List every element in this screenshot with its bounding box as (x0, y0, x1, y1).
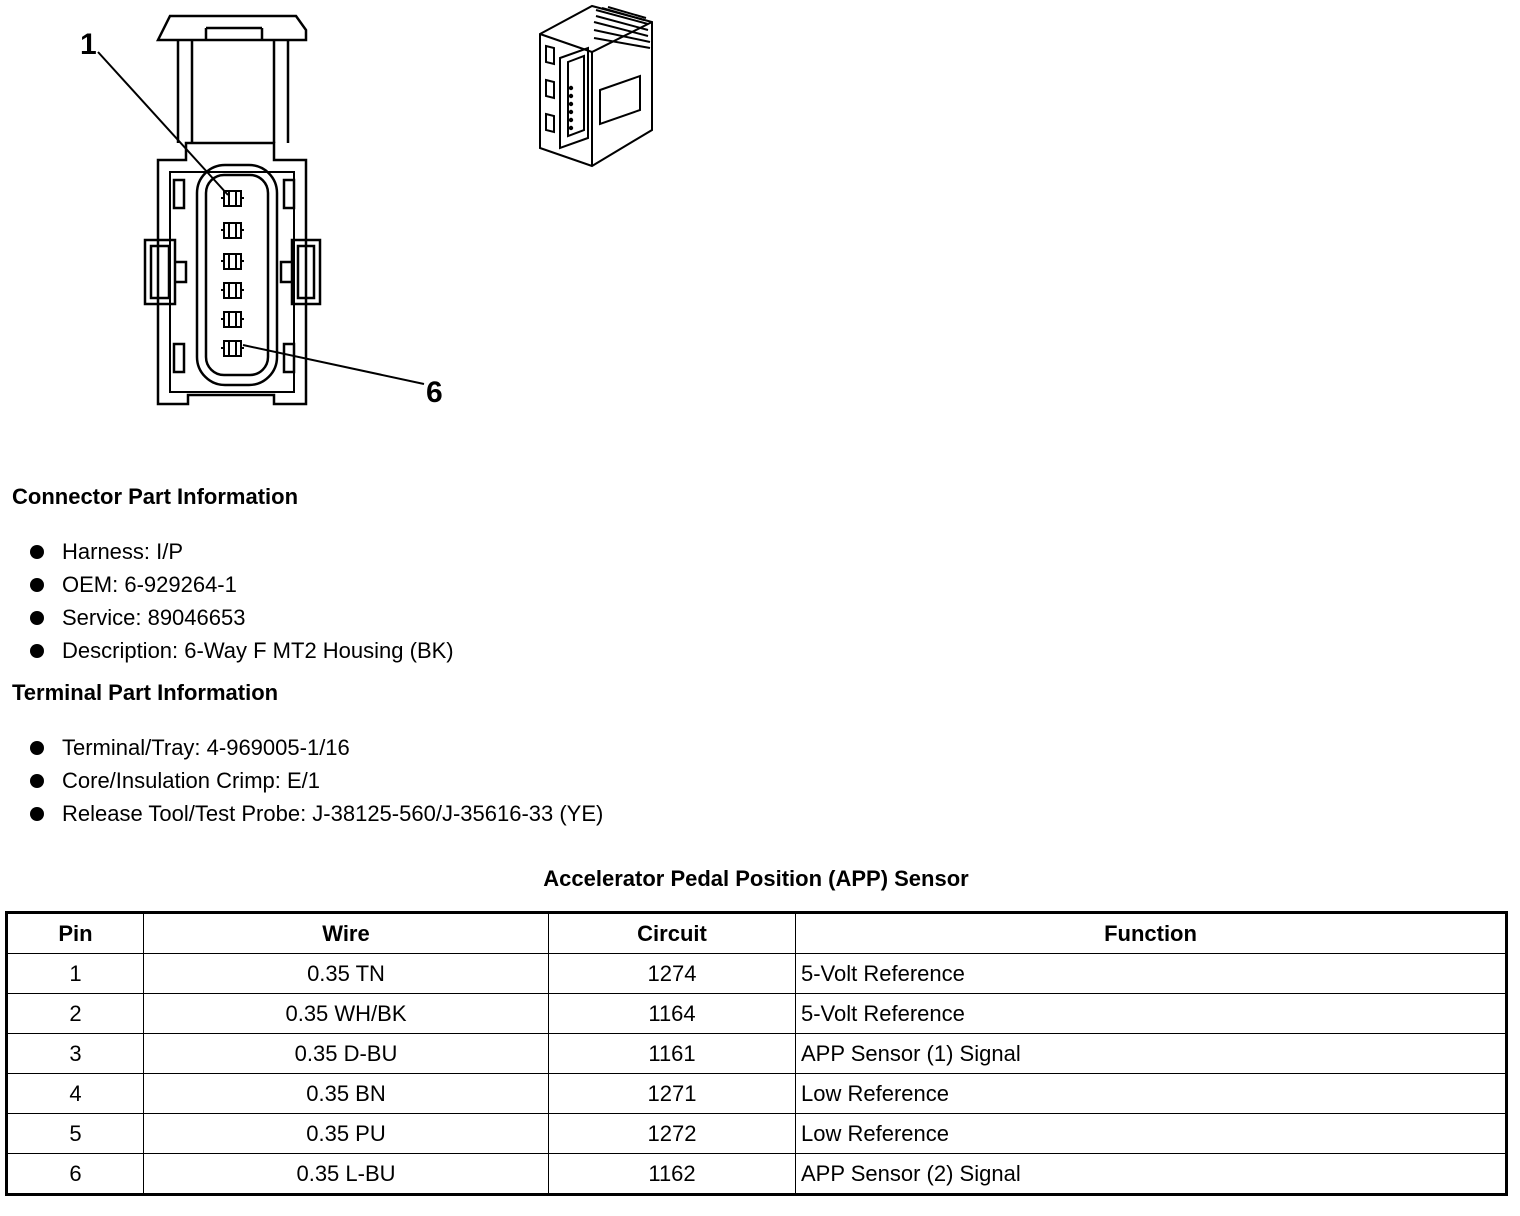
cell-circuit: 1164 (548, 993, 796, 1034)
list-item: Service: 89046653 (28, 601, 454, 634)
header-function: Function (795, 912, 1507, 954)
cell-wire: 0.35 TN (143, 953, 549, 994)
terminal-part-info-heading: Terminal Part Information (12, 680, 279, 705)
header-wire: Wire (143, 912, 549, 954)
cell-circuit: 1272 (548, 1113, 796, 1154)
list-item: Harness: I/P (28, 535, 454, 568)
cell-pin: 3 (6, 1033, 144, 1074)
cell-circuit: 1271 (548, 1073, 796, 1114)
table-row: 3 0.35 D-BU 1161 APP Sensor (1) Signal (6, 1033, 1507, 1074)
cell-circuit: 1274 (548, 953, 796, 994)
cell-wire: 0.35 L-BU (143, 1153, 549, 1195)
cell-function: Low Reference (795, 1113, 1507, 1154)
list-item: Core/Insulation Crimp: E/1 (28, 764, 603, 797)
table-row: 2 0.35 WH/BK 1164 5-Volt Reference (6, 993, 1507, 1034)
bullet-icon (30, 611, 44, 625)
list-item: Description: 6-Way F MT2 Housing (BK) (28, 634, 454, 667)
cell-function: APP Sensor (2) Signal (795, 1153, 1507, 1195)
header-pin: Pin (6, 912, 144, 954)
table-header-row: Pin Wire Circuit Function (6, 912, 1507, 954)
cell-wire: 0.35 BN (143, 1073, 549, 1114)
table-row: 4 0.35 BN 1271 Low Reference (6, 1073, 1507, 1114)
cell-pin: 1 (6, 953, 144, 994)
cell-function: 5-Volt Reference (795, 993, 1507, 1034)
cell-function: Low Reference (795, 1073, 1507, 1114)
bullet-icon (30, 807, 44, 821)
cell-pin: 2 (6, 993, 144, 1034)
cell-pin: 6 (6, 1153, 144, 1195)
cell-wire: 0.35 PU (143, 1113, 549, 1154)
connector-part-info-list: Harness: I/P OEM: 6-929264-1 Service: 89… (28, 535, 454, 667)
cell-function: APP Sensor (1) Signal (795, 1033, 1507, 1074)
cell-function: 5-Volt Reference (795, 953, 1507, 994)
pinout-table: Pin Wire Circuit Function 1 0.35 TN 1274… (5, 911, 1508, 1196)
connector-diagram: 1 6 (80, 4, 653, 409)
bullet-icon (30, 741, 44, 755)
callout-pin-1: 1 (80, 28, 97, 61)
cell-pin: 5 (6, 1113, 144, 1154)
cell-circuit: 1162 (548, 1153, 796, 1195)
bullet-icon (30, 578, 44, 592)
list-item: Terminal/Tray: 4-969005-1/16 (28, 731, 603, 764)
cell-wire: 0.35 WH/BK (143, 993, 549, 1034)
list-item: Release Tool/Test Probe: J-38125-560/J-3… (28, 797, 603, 830)
cell-circuit: 1161 (548, 1033, 796, 1074)
connector-part-info-heading: Connector Part Information (12, 484, 299, 509)
cell-pin: 4 (6, 1073, 144, 1114)
terminal-part-info-list: Terminal/Tray: 4-969005-1/16 Core/Insula… (28, 731, 603, 830)
list-item: OEM: 6-929264-1 (28, 568, 454, 601)
callout-pin-6: 6 (426, 376, 443, 409)
bullet-icon (30, 644, 44, 658)
bullet-icon (30, 774, 44, 788)
table-row: 1 0.35 TN 1274 5-Volt Reference (6, 953, 1507, 994)
cell-wire: 0.35 D-BU (143, 1033, 549, 1074)
table-row: 5 0.35 PU 1272 Low Reference (6, 1113, 1507, 1154)
table-title: Accelerator Pedal Position (APP) Sensor (543, 866, 969, 891)
bullet-icon (30, 545, 44, 559)
header-circuit: Circuit (548, 912, 796, 954)
table-row: 6 0.35 L-BU 1162 APP Sensor (2) Signal (6, 1153, 1507, 1195)
